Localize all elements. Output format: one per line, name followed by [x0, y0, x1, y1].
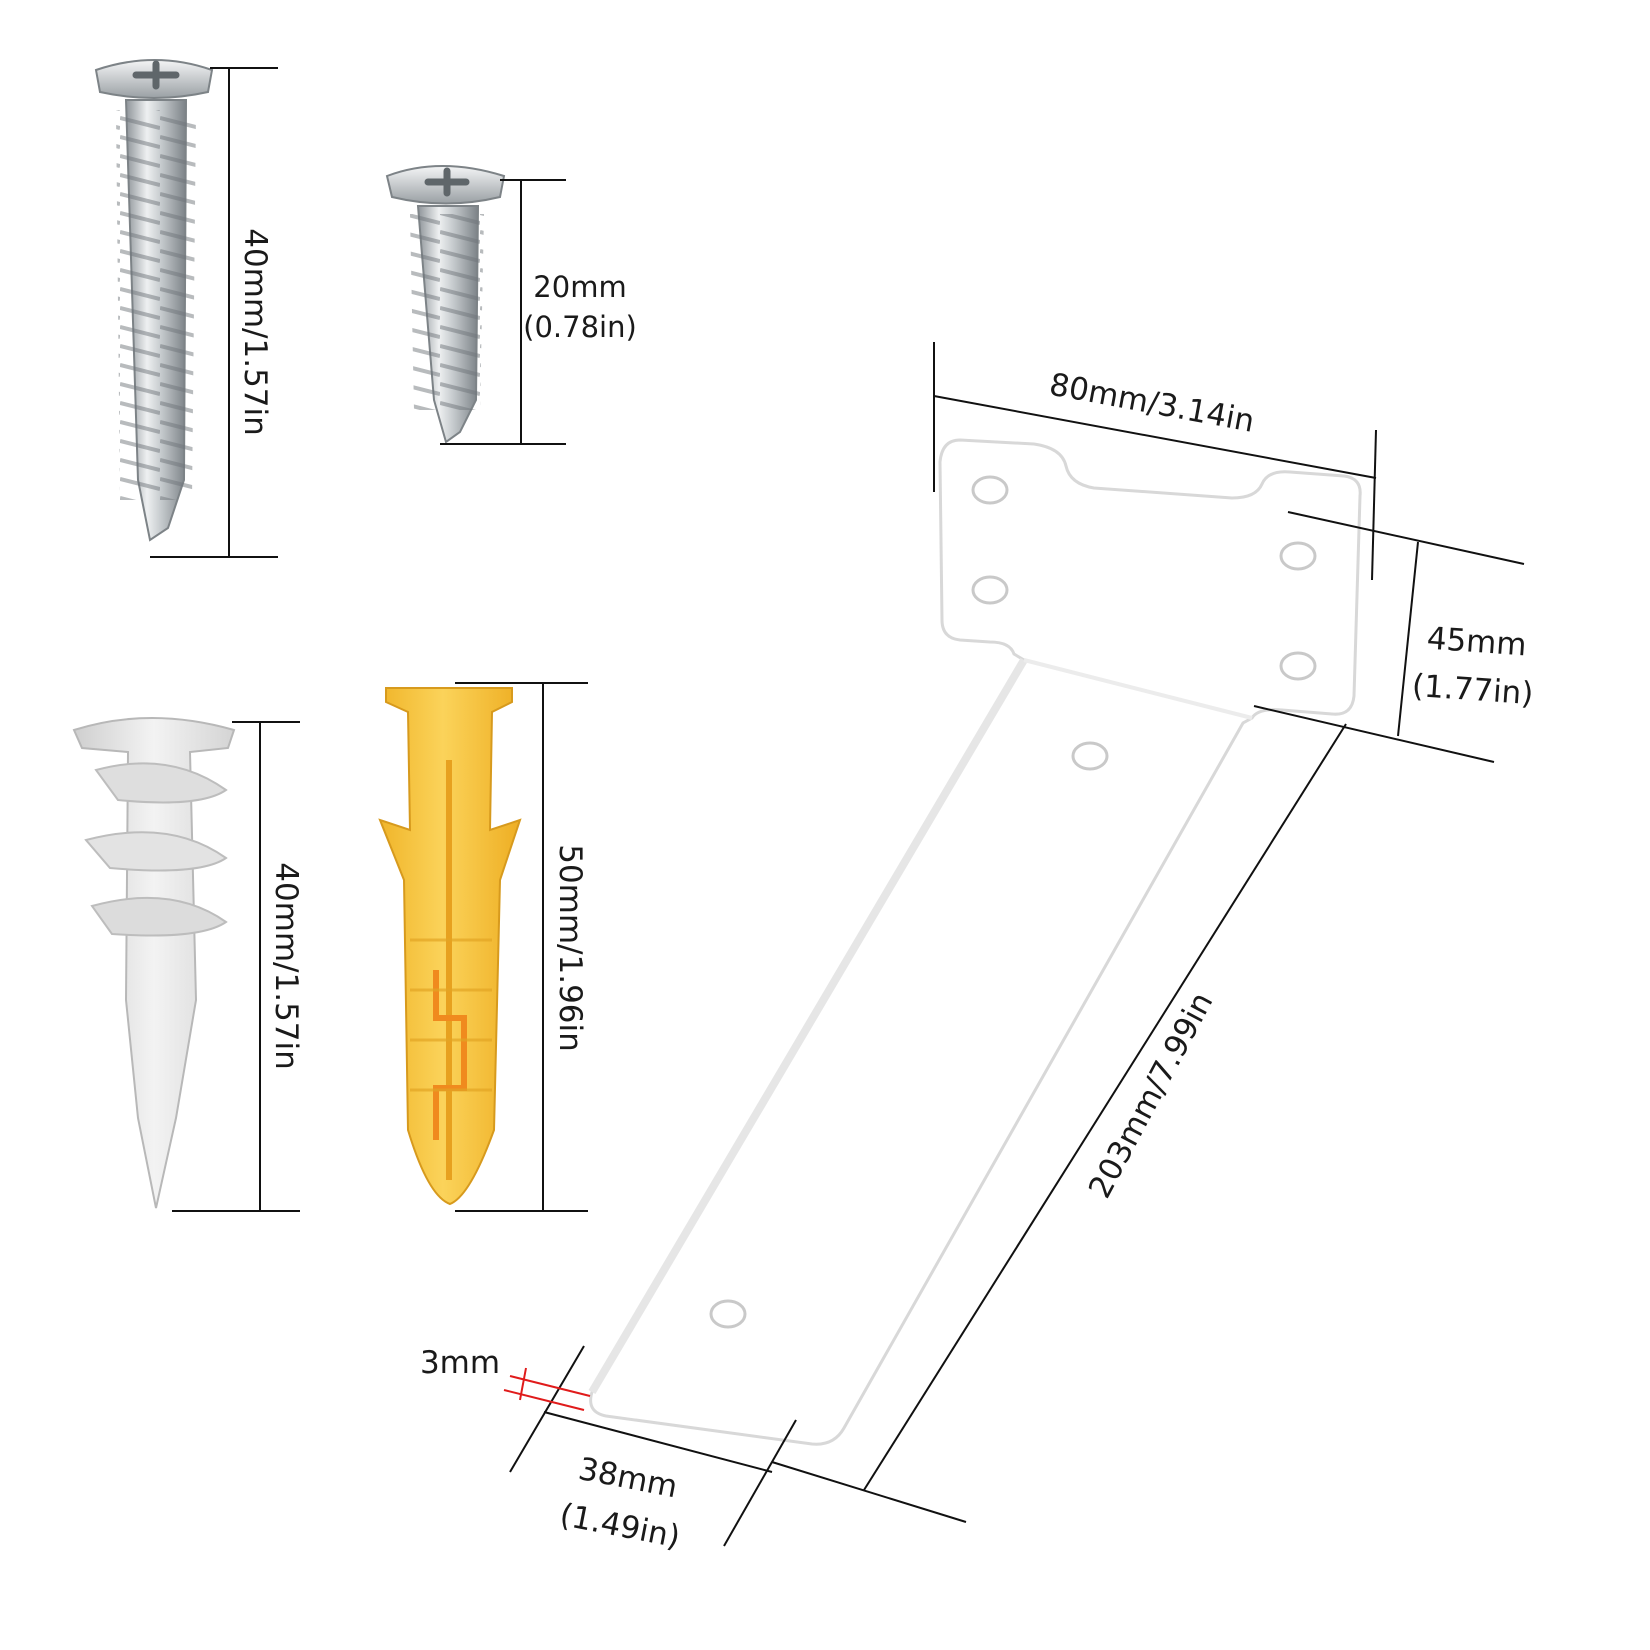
dimension-line: [1253, 705, 1495, 763]
dimension-line: [1371, 429, 1377, 581]
plastic-anchor-length-label: 50mm/1.96in: [552, 844, 588, 1052]
bracket-head-dimension: 45mm (1.77in): [1253, 511, 1535, 763]
thickness-line: [503, 1389, 585, 1411]
long-screw-dimension: 40mm/1.57in: [150, 67, 278, 558]
bracket-width-label: 80mm/3.14in: [1046, 367, 1257, 440]
dimension-line: [863, 723, 1347, 1491]
dimension-line: [1397, 541, 1419, 737]
bracket-head-mm-label: 45mm: [1426, 621, 1528, 664]
drywall-anchor-length-label: 40mm/1.57in: [268, 862, 304, 1070]
dimension-line: [509, 1345, 585, 1473]
dimension-line: [543, 1411, 773, 1473]
bracket-arm-in-label: (1.49in): [557, 1497, 683, 1556]
dimension-line: [723, 1419, 797, 1547]
plastic-anchor-dimension: 50mm/1.96in: [455, 682, 588, 1212]
thickness-label: 3mm: [420, 1345, 500, 1381]
drywall-anchor-dimension: 40mm/1.57in: [172, 721, 304, 1212]
short-screw-dimension: 20mm (0.78in): [440, 179, 637, 445]
thickness-dimension: 3mm: [420, 1345, 591, 1411]
bracket-length-label: 203mm/7.99in: [1082, 987, 1220, 1205]
bracket-head-in-label: (1.77in): [1411, 668, 1535, 712]
short-screw-image: [385, 165, 506, 444]
drywall-anchor-image: [72, 717, 236, 1209]
bracket-arm-mm-label: 38mm: [575, 1451, 680, 1505]
dimension-line: [933, 395, 1377, 479]
short-screw-length-in: (0.78in): [523, 310, 637, 344]
thickness-line: [519, 1367, 527, 1401]
bracket-image: [588, 438, 1362, 1446]
dimension-line: [1287, 511, 1525, 565]
long-screw-image: [94, 59, 214, 542]
short-screw-length-mm: 20mm: [533, 270, 626, 304]
plastic-anchor-image: [378, 687, 522, 1206]
dimension-line: [771, 1461, 967, 1523]
long-screw-length-label: 40mm/1.57in: [237, 228, 273, 436]
